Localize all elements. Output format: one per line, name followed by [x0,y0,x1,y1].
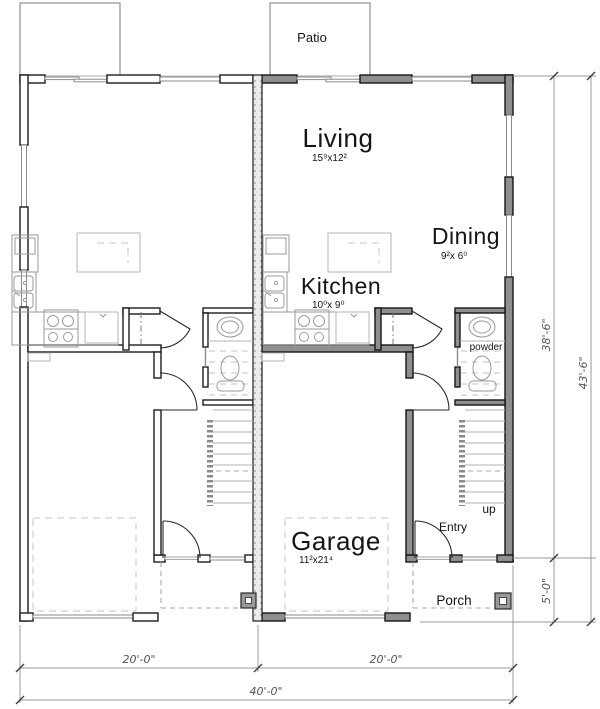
entry-label: Entry [439,520,467,534]
up-label: up [482,502,496,516]
living-dims: 15⁹x12² [312,153,348,164]
right-unit-stairs [459,409,505,506]
garage-label: Garage [291,526,381,556]
patio-right-outline [269,2,371,77]
right-unit-kitchen [261,232,392,362]
left-unit-porch [160,562,257,609]
dimension-lines [15,71,596,705]
left-unit-kitchen [11,232,141,362]
powder-label: powder [470,342,503,353]
left-unit-garage [32,517,137,612]
dim-total-width: 40'-0" [249,685,282,698]
left-unit-stairs [207,409,253,506]
dim-unit-right-width: 20'-0" [369,653,402,666]
right-unit-porch [412,562,512,610]
right-unit-walls [261,74,514,622]
party-wall [252,74,263,622]
left-unit-doors [159,310,201,559]
right-unit-doors [411,310,453,559]
dim-house-depth: 38'-6" [540,318,553,351]
right-unit-garage [284,517,389,612]
porch-label: Porch [436,593,471,608]
living-label: Living [303,123,374,153]
dining-dims: 9²x 6⁰ [441,251,467,262]
dimension-labels: 20'-0" 20'-0" 40'-0" 38'-6" 43'-6" 5'-0" [122,318,590,698]
garage-dims: 11²x21⁴ [299,555,333,566]
right-unit-powder [460,316,505,396]
dim-unit-left-width: 20'-0" [122,653,155,666]
patio-label: Patio [297,30,327,45]
patio-left-outline [19,2,121,77]
room-labels: Patio Living 15⁹x12² Dining 9²x 6⁰ Kitch… [291,30,503,608]
left-unit-powder [208,316,253,396]
dining-label: Dining [432,223,500,249]
dim-total-depth: 43'-6" [577,356,590,389]
kitchen-dims: 10⁰x 9⁰ [312,300,344,311]
kitchen-label: Kitchen [301,273,381,299]
dim-porch-depth: 5'-0" [540,578,553,604]
